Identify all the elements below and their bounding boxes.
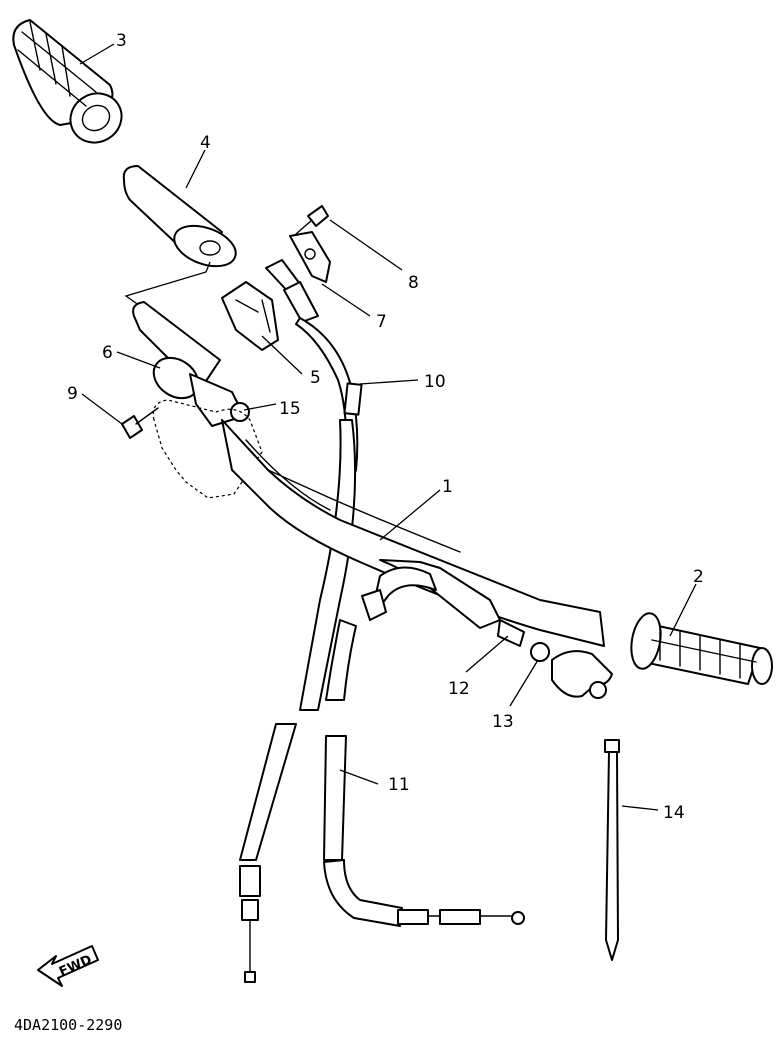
assembly-line	[124, 261, 211, 307]
throttle-cable[interactable]	[295, 317, 363, 711]
screw-8[interactable]	[295, 205, 329, 235]
nut-13[interactable]	[530, 642, 550, 662]
bolt-9[interactable]	[121, 407, 159, 439]
callout-1: 1	[442, 477, 453, 497]
right-grip[interactable]	[551, 611, 773, 699]
left-grip[interactable]	[12, 19, 130, 152]
callout-3: 3	[116, 31, 127, 51]
adjuster-12[interactable]	[497, 619, 525, 647]
left-switch-dashed-outline	[152, 399, 263, 499]
callout-7: 7	[376, 312, 387, 332]
callout-11: 11	[388, 775, 410, 795]
callout-5: 5	[310, 368, 321, 388]
leader-lines	[79, 43, 697, 811]
callout-8: 8	[408, 273, 419, 293]
callout-2: 2	[693, 567, 704, 587]
callout-14: 14	[663, 803, 685, 823]
left-switch[interactable]	[132, 301, 250, 427]
throttle-housing[interactable]	[221, 281, 279, 351]
callout-10: 10	[424, 372, 446, 392]
callout-9: 9	[67, 384, 78, 404]
callout-labels: 1 2 3 4 5 6 7 8 9 10 11 12 13 14 15	[67, 31, 704, 823]
throttle-tube[interactable]	[122, 165, 241, 274]
diagram-code: 4DA2100-2290	[14, 1016, 122, 1034]
callout-6: 6	[102, 343, 113, 363]
callout-15: 15	[279, 399, 301, 419]
cable-10-end[interactable]	[265, 259, 319, 323]
throttle-cable-lower[interactable]	[239, 723, 297, 983]
callout-12: 12	[448, 679, 470, 699]
handlebar[interactable]	[221, 419, 605, 647]
lever-bracket[interactable]	[289, 231, 331, 283]
cable-tie[interactable]	[604, 739, 620, 961]
callout-4: 4	[200, 133, 211, 153]
callout-13: 13	[492, 712, 514, 732]
clutch-cable[interactable]	[323, 566, 525, 927]
fwd-arrow: FWD	[37, 945, 99, 987]
